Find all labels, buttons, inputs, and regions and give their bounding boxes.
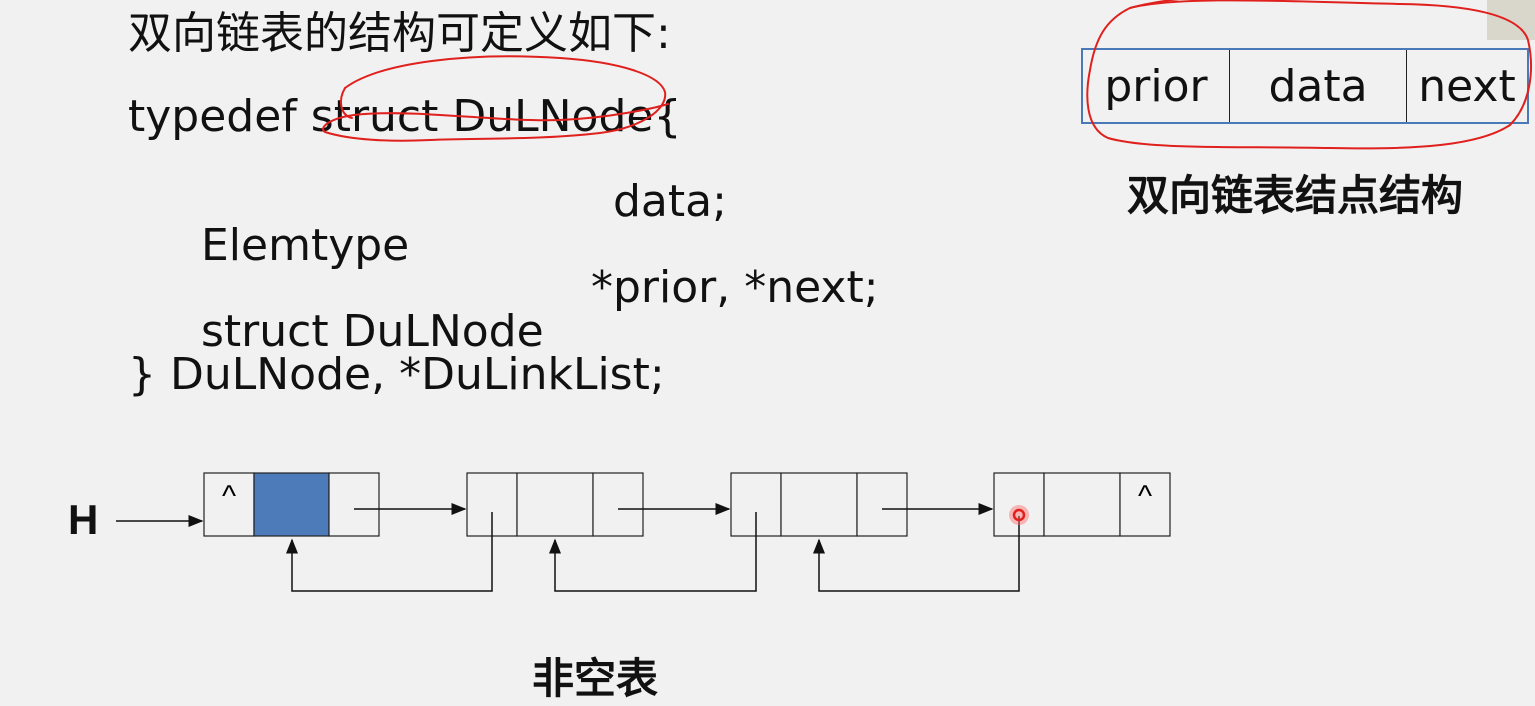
cursor-dot: [1012, 508, 1026, 522]
typedef-closing-line: } DuLNode, *DuLinkList;: [128, 349, 665, 400]
data-field-name: data;: [613, 176, 727, 227]
struct-name-scribble: [322, 55, 669, 142]
list-node-4: ^: [993, 472, 1171, 537]
nonempty-list-caption: 非空表: [532, 654, 659, 703]
null-symbol: ^: [222, 480, 236, 513]
node-structure-circle: [1086, 0, 1532, 150]
node-3-data-cell: [780, 472, 858, 537]
pointer-field-names: *prior, *next;: [591, 262, 879, 313]
node-structure-box: prior data next: [1081, 48, 1529, 124]
node-2-data-cell: [516, 472, 594, 537]
handwritten-annotations: [322, 0, 1532, 150]
node-1-prior-cell: [203, 472, 255, 537]
pointer-field-type: struct DuLNode: [200, 306, 544, 357]
typedef-line: typedef struct DuLNode{: [128, 91, 682, 142]
list-node-3: [730, 472, 908, 537]
prior-arrow-4-3: [813, 516, 1020, 592]
node-structure-caption: 双向链表结点结构: [1127, 171, 1464, 220]
data-field-type: Elemtype: [200, 220, 410, 271]
prior-arrow-2-1: [286, 512, 493, 592]
node-4-data-cell: [1043, 472, 1121, 537]
list-node-1: ^: [203, 472, 380, 537]
video-thumbnail: [1487, 0, 1535, 40]
null-symbol: ^: [1138, 480, 1152, 513]
next-field-cell: next: [1406, 50, 1527, 122]
definition-heading: 双向链表的结构可定义如下:: [128, 8, 671, 59]
cursor-halo: [1009, 505, 1029, 525]
data-field-cell: data: [1229, 50, 1406, 122]
node-4-next-cell: [1119, 472, 1171, 537]
node-2-next-cell: [592, 472, 644, 537]
node-3-next-cell: [856, 472, 908, 537]
pointer-field-line: struct DuLNode*prior, *next;: [173, 266, 879, 357]
prior-arrow-3-2: [549, 512, 757, 592]
node-1-next-cell: [328, 472, 380, 537]
head-pointer-label: H: [68, 496, 99, 543]
prior-field-cell: prior: [1104, 60, 1208, 112]
list-node-2: [466, 472, 644, 537]
node-1-data-cell: [253, 472, 330, 537]
